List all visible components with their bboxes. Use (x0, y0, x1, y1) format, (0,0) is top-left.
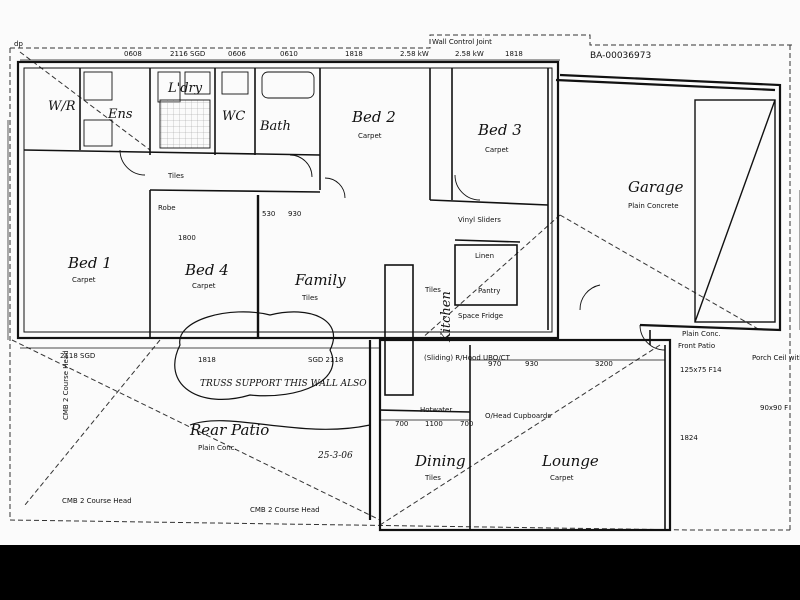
plan-sheet: BA-00036973 Wall Control Joint dp 0608 2… (0, 0, 800, 545)
vinyl-sliders-note: Vinyl Sliders (458, 216, 501, 224)
finish-dining: Tiles (424, 474, 441, 482)
finish-family: Tiles (301, 294, 318, 302)
finish-garage: Plain Concrete (628, 202, 679, 210)
finish-bed4: Carpet (192, 282, 216, 290)
dp-marker: dp (14, 40, 23, 48)
finish-bed3: Carpet (485, 146, 509, 154)
wet-area-fixtures (83, 71, 315, 149)
garage-door (694, 99, 776, 323)
room-pantry: Pantry (478, 287, 500, 295)
dim-mid: 700 (395, 420, 408, 428)
dim-mid: 1818 (198, 356, 216, 364)
dim-mid: 2118 SGD (60, 352, 95, 360)
truss-support-annotation (174, 311, 335, 400)
dim-mid: 1800 (178, 234, 196, 242)
finish-bed2: Carpet (358, 132, 382, 140)
room-bed1: Bed 1 (67, 254, 112, 272)
floor-plan-drawing: BA-00036973 Wall Control Joint dp 0608 2… (7, 34, 800, 532)
dim-mid: 700 (460, 420, 473, 428)
porch-ceiling-note: Porch Ceil with Eave (752, 354, 800, 362)
room-bed4: Bed 4 (184, 261, 229, 279)
dim-top: 1818 (345, 50, 363, 58)
dim-mid: 530 (262, 210, 275, 218)
dimension-lines (7, 59, 800, 421)
internal-walls (23, 68, 666, 530)
dim-top: 0608 (124, 50, 142, 58)
finish-rear-patio: Plain Conc. (198, 444, 237, 452)
finish-bed1: Carpet (72, 276, 96, 284)
beam-spec: 125x75 F14 (680, 366, 722, 374)
room-linen: Linen (475, 252, 494, 260)
room-kitchen: Kitchen (439, 291, 454, 343)
room-front-patio: Front Patio (678, 342, 715, 350)
ohead-cupboards: O/Head Cupboards (485, 412, 551, 420)
dim-mid: 1824 (680, 434, 698, 442)
room-lounge: Lounge (541, 452, 599, 470)
reference-number: BA-00036973 (590, 51, 651, 61)
door-swings (119, 149, 666, 351)
room-ldry: L'dry (167, 81, 203, 96)
room-family: Family (294, 271, 346, 289)
cmb-head-bottom: CMB 2 Course Head (62, 497, 132, 505)
room-bath: Bath (259, 119, 291, 134)
room-wir: W/R (48, 99, 76, 114)
finish-kitchen: Tiles (424, 286, 441, 294)
dim-top: 2.58 kW (455, 50, 484, 58)
wall-joint-note: Wall Control Joint (432, 38, 492, 46)
dim-mid: 930 (288, 210, 301, 218)
bed4-robe: Robe (158, 204, 176, 212)
dim-top: 2.58 kW (400, 50, 429, 58)
dim-mid: 930 (525, 360, 538, 368)
signature-date: 25-3-06 (317, 451, 353, 461)
cmb-head-side: CMB 2 Course Head (62, 350, 70, 420)
rhood-note: (Sliding) R/Hood UBO/CT (424, 354, 511, 362)
dim-mid: 3200 (595, 360, 613, 368)
room-bed2: Bed 2 (351, 108, 396, 126)
dim-top: 0610 (280, 50, 298, 58)
cmb-head-bottom-2: CMB 2 Course Head (250, 506, 320, 514)
signature-mark (189, 420, 371, 430)
room-wc: WC (222, 109, 245, 124)
dim-mid: SGD 2118 (308, 356, 343, 364)
room-garage: Garage (628, 178, 684, 196)
room-bed3: Bed 3 (477, 121, 522, 139)
truss-note: TRUSS SUPPORT THIS WALL ALSO (200, 379, 367, 389)
external-walls (16, 60, 782, 532)
dim-top: 1818 (505, 50, 523, 58)
post-spec: 90x90 F (760, 404, 788, 412)
hotwater-note: Hotwater (420, 406, 452, 414)
finish-lounge: Carpet (550, 474, 574, 482)
dim-mid: 1100 (425, 420, 443, 428)
room-ens: Ens (107, 107, 133, 122)
dim-top: 0606 (228, 50, 246, 58)
finish-hall: Tiles (167, 172, 184, 180)
dim-mid: 970 (488, 360, 501, 368)
room-dining: Dining (414, 452, 466, 470)
dim-top: 2116 SGD (170, 50, 205, 58)
room-rear-patio: Rear Patio (189, 421, 269, 439)
fridge-space: Space Fridge (458, 312, 503, 320)
finish-front-patio: Plain Conc. (682, 330, 721, 338)
roof-outline (9, 34, 795, 531)
